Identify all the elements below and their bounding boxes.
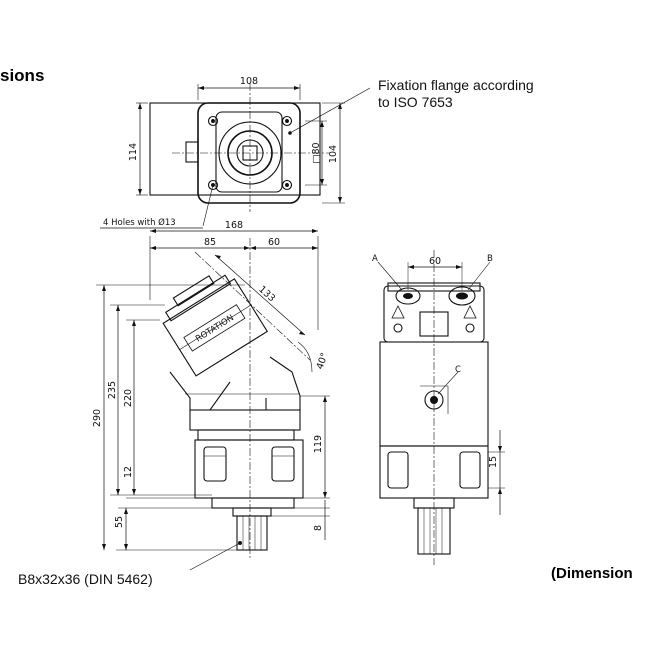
top-view bbox=[100, 83, 371, 229]
shaft-collar bbox=[232, 507, 272, 517]
label-220: 220 bbox=[123, 389, 134, 407]
end-cap-lower bbox=[197, 429, 295, 441]
shaft-leader-line bbox=[189, 542, 241, 571]
label-angle: 40° bbox=[315, 351, 331, 371]
label-port-a: A bbox=[372, 254, 378, 264]
front-port-left bbox=[387, 451, 409, 489]
label-8: 8 bbox=[313, 525, 324, 531]
cylinder-cap bbox=[164, 274, 232, 322]
flange-callout-line1: Fixation flange according bbox=[378, 77, 534, 93]
label-108: 108 bbox=[240, 76, 258, 87]
label-85: 85 bbox=[204, 237, 216, 248]
label-119: 119 bbox=[313, 435, 324, 453]
label-55: 55 bbox=[114, 516, 125, 528]
flange-callout-line2: to ISO 7653 bbox=[378, 94, 453, 110]
flange-leader-line bbox=[289, 87, 371, 134]
body-neck-right bbox=[265, 356, 301, 411]
tilt-axis-line bbox=[194, 251, 311, 361]
side-lower-housing bbox=[194, 439, 304, 499]
mounting-flange bbox=[211, 497, 295, 509]
front-view bbox=[377, 250, 505, 565]
label-60: 60 bbox=[268, 237, 280, 248]
angle-arc bbox=[297, 341, 313, 373]
splined-shaft bbox=[236, 515, 268, 551]
section-heading: sions bbox=[0, 66, 45, 85]
label-15: 15 bbox=[488, 456, 499, 468]
label-104: 104 bbox=[328, 145, 339, 163]
tilted-cylinder-block: ROTATION bbox=[162, 274, 269, 377]
cylinder-top bbox=[172, 275, 215, 307]
units-heading: (Dimension bbox=[551, 565, 633, 582]
left-boss bbox=[185, 141, 199, 163]
dimension-labels: 108 114 □80 104 4 Holes with Ø13 168 85 … bbox=[92, 76, 499, 531]
front-port-right bbox=[459, 451, 481, 489]
flange-inner-square bbox=[215, 111, 283, 193]
label-port-spacing: 60 bbox=[429, 256, 441, 267]
label-114: 114 bbox=[128, 143, 139, 161]
side-port-left bbox=[203, 446, 227, 482]
label-12: 12 bbox=[123, 466, 134, 478]
label-port-b: B bbox=[487, 254, 493, 264]
dim-line-133 bbox=[214, 254, 306, 336]
label-133: 133 bbox=[256, 284, 277, 304]
label-290: 290 bbox=[92, 409, 103, 427]
label-80: □80 bbox=[311, 142, 322, 163]
label-168: 168 bbox=[225, 220, 243, 231]
bolt-hole-top-left bbox=[207, 115, 219, 127]
end-cap bbox=[189, 409, 301, 431]
bolt-hole-bottom-left bbox=[207, 179, 219, 191]
label-port-c: C bbox=[455, 365, 461, 375]
top-housing bbox=[149, 102, 321, 196]
label-holes: 4 Holes with Ø13 bbox=[103, 217, 176, 228]
port-b-bolt bbox=[465, 323, 475, 333]
label-235: 235 bbox=[107, 381, 118, 399]
port-a-bolt bbox=[393, 323, 403, 333]
bolt-hole-bottom-right bbox=[281, 179, 293, 191]
shaft-callout: B8x32x36 (DIN 5462) bbox=[18, 571, 153, 587]
rotation-arrow-box bbox=[183, 304, 246, 352]
side-port-right bbox=[271, 446, 295, 482]
bolt-hole-top-right bbox=[281, 115, 293, 127]
body-neck-left bbox=[169, 371, 231, 411]
